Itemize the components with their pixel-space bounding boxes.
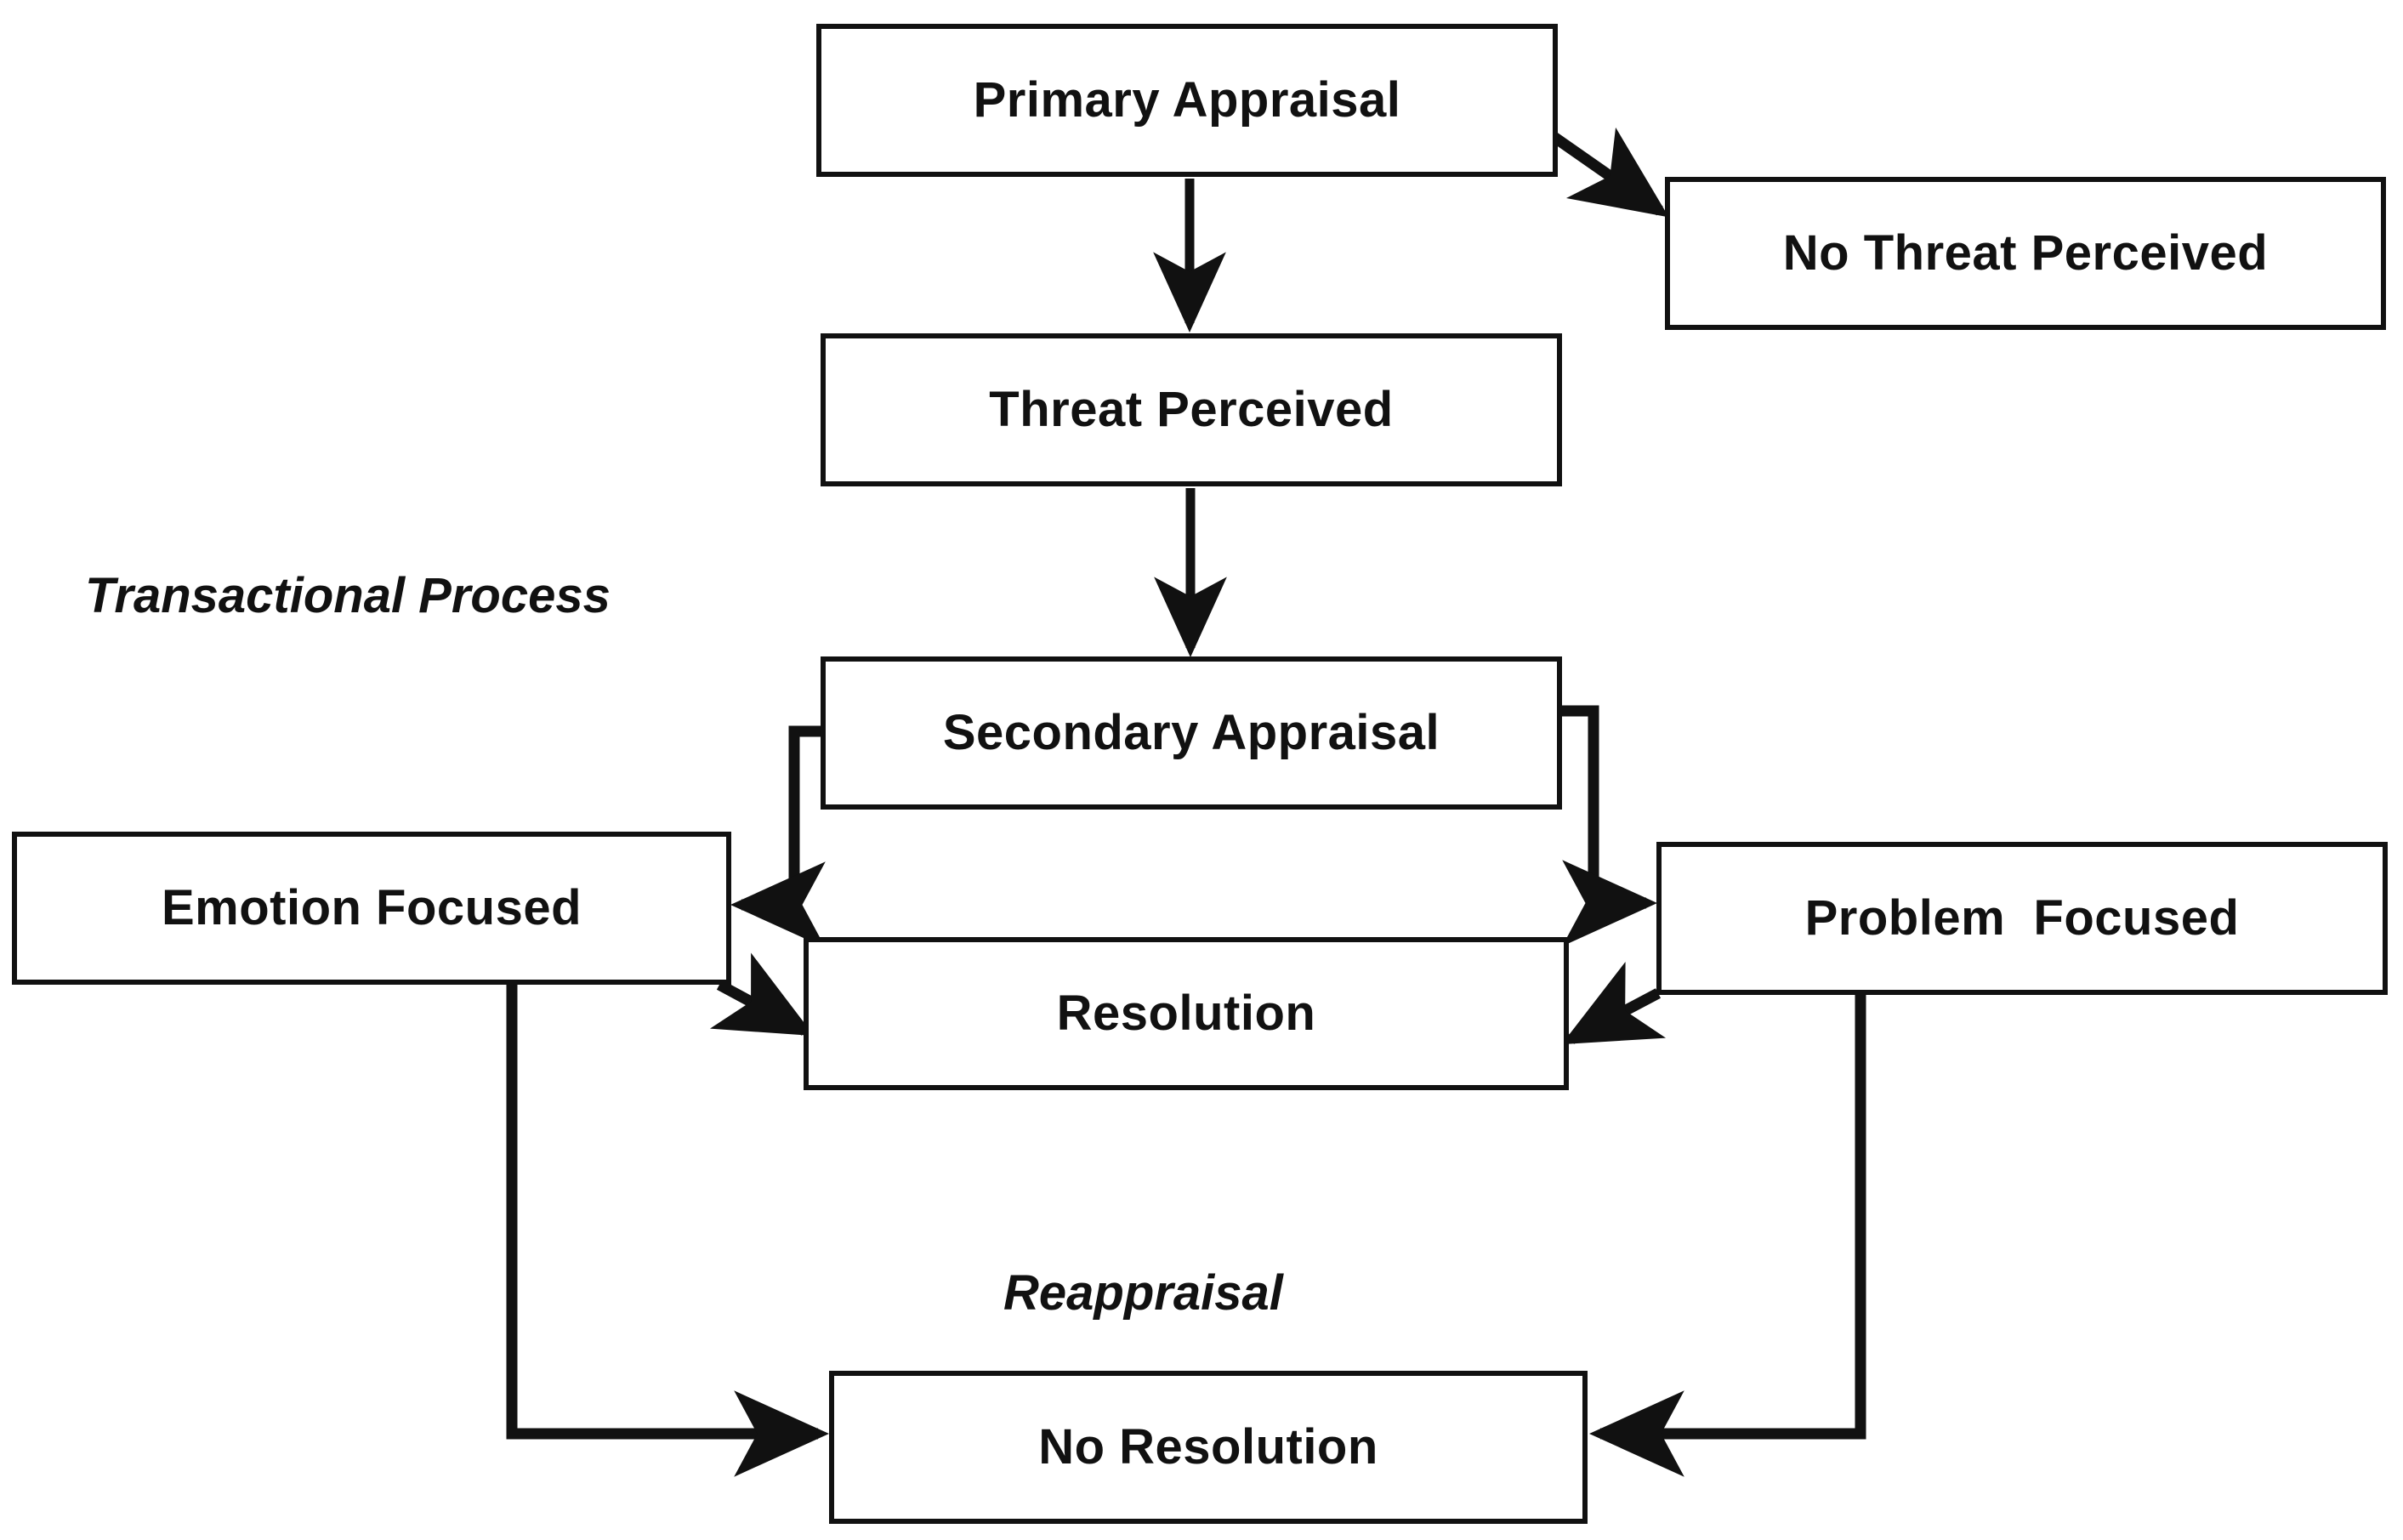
label-transactional-process: Transactional Process bbox=[85, 568, 611, 623]
edge-secondary-to-problem bbox=[1559, 705, 1658, 946]
node-threat-perceived[interactable]: Threat Perceived bbox=[821, 333, 1562, 486]
node-no-threat-perceived[interactable]: No Threat Perceived bbox=[1665, 177, 2386, 330]
node-label-primary-appraisal: Primary Appraisal bbox=[973, 72, 1401, 128]
node-label-no-threat-perceived: No Threat Perceived bbox=[1782, 225, 2269, 281]
edge-secondary-to-emotion bbox=[730, 725, 826, 948]
node-label-threat-perceived: Threat Perceived bbox=[989, 382, 1394, 437]
edge-problem-to-resolution bbox=[1561, 961, 1667, 1045]
node-label-emotion-focused: Emotion Focused bbox=[161, 880, 582, 935]
label-reappraisal: Reappraisal bbox=[1003, 1265, 1283, 1321]
node-emotion-focused[interactable]: Emotion Focused bbox=[12, 832, 731, 985]
edge-emotion-to-resolution bbox=[709, 952, 815, 1037]
node-no-resolution[interactable]: No Resolution bbox=[829, 1371, 1588, 1524]
node-secondary-appraisal[interactable]: Secondary Appraisal bbox=[821, 656, 1562, 810]
node-problem-focused[interactable]: Problem Focused bbox=[1656, 842, 2388, 995]
node-label-no-resolution: No Resolution bbox=[1038, 1419, 1378, 1475]
node-label-problem-focused: Problem Focused bbox=[1804, 890, 2240, 946]
node-primary-appraisal[interactable]: Primary Appraisal bbox=[816, 24, 1558, 177]
edge-problem-to-no-resolution bbox=[1588, 986, 1866, 1477]
node-label-resolution: Resolution bbox=[1056, 986, 1316, 1041]
node-label-secondary-appraisal: Secondary Appraisal bbox=[942, 705, 1440, 760]
edge-emotion-to-no-resolution bbox=[506, 975, 830, 1477]
node-resolution[interactable]: Resolution bbox=[804, 937, 1569, 1090]
